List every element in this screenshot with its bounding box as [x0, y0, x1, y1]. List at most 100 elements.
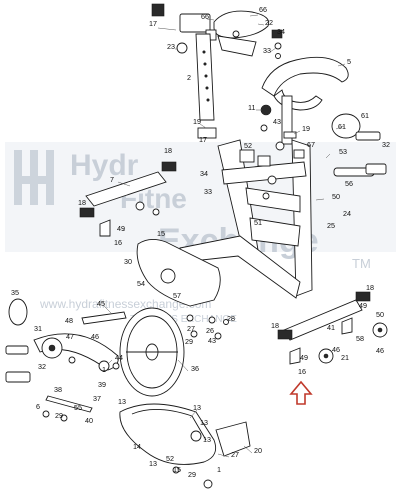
part-number-label: 66 [259, 5, 267, 14]
part-number-label: 5 [347, 57, 351, 66]
flywheel [119, 307, 185, 397]
part-number-label: 34 [277, 27, 285, 36]
watermark-tagline: TS PARTS EXCHANGE [130, 314, 237, 325]
part-number-label: 28 [227, 314, 235, 323]
part-number-label: 44 [115, 353, 123, 362]
part-number-labels: 1766662223343352114361611919171852533267… [11, 5, 390, 479]
part-number-label: 27 [231, 450, 239, 459]
part-number-label: 22 [265, 18, 273, 27]
front-stabilizer [79, 161, 177, 237]
part-number-label: 48 [65, 316, 73, 325]
part-number-label: 43 [208, 336, 216, 345]
part-number-label: 61 [361, 111, 369, 120]
part-number-label: 66 [201, 12, 209, 21]
part-number-label: 18 [164, 146, 172, 155]
part-number-label: 19 [302, 124, 310, 133]
part-number-label: 30 [124, 257, 132, 266]
part-number-label: 46 [376, 346, 384, 355]
center-fasteners [186, 314, 229, 340]
part-number-label: 52 [166, 454, 174, 463]
part-number-label: 13 [193, 403, 201, 412]
part-number-label: 32 [382, 140, 390, 149]
part-number-label: 20 [254, 446, 262, 455]
part-number-label: 34 [200, 169, 208, 178]
part-number-label: 29 [55, 411, 63, 420]
part-number-label: 11 [248, 103, 255, 112]
part-number-label: 57 [173, 291, 181, 300]
part-number-label: 46 [91, 332, 99, 341]
part-number-label: 27 [187, 324, 195, 333]
part-number-label: 24 [343, 209, 351, 218]
part-number-label: 7 [110, 175, 114, 184]
part-number-label: 32 [38, 362, 46, 371]
part-number-label: 31 [34, 324, 42, 333]
resistance-plate [136, 239, 221, 307]
part-number-label: 29 [188, 470, 196, 479]
part-number-label: 17 [199, 135, 207, 144]
part-number-label: 50 [376, 310, 384, 319]
part-number-label: 13 [118, 397, 126, 406]
part-number-label: 41 [327, 323, 335, 332]
watermark-url: www.hydrafitnessexchange.com [39, 297, 211, 311]
part-number-label: 25 [327, 221, 335, 230]
part-number-label: 14 [133, 442, 141, 451]
part-number-label: 49 [359, 301, 367, 310]
part-number-label: 45 [97, 299, 105, 308]
part-number-label: 26 [206, 326, 214, 335]
part-number-label: 18 [366, 283, 374, 292]
part-number-label: 51 [254, 218, 262, 227]
part-number-label: 29 [185, 337, 193, 346]
part-number-label: 61 [338, 122, 346, 131]
seat-assembly [151, 3, 270, 57]
handlebar-assembly [260, 29, 349, 145]
rear-stabilizer [277, 291, 388, 365]
part-number-label: 17 [149, 19, 157, 28]
left-small-parts [5, 298, 127, 422]
part-number-label: 18 [78, 198, 86, 207]
part-number-label: 1 [217, 465, 221, 474]
watermark-line1: Hydr [70, 149, 139, 182]
seat-post [195, 33, 217, 139]
part-number-label: 13 [203, 435, 211, 444]
part-number-label: 15 [157, 229, 165, 238]
chain-guard [119, 403, 251, 489]
watermark-tm: TM [352, 256, 371, 271]
part-number-label: 1 [102, 365, 106, 374]
part-number-label: 43 [273, 117, 281, 126]
part-number-label: 39 [98, 380, 106, 389]
part-number-label: 6 [36, 402, 40, 411]
part-number-label: 53 [339, 147, 347, 156]
part-number-label: 18 [271, 321, 279, 330]
part-number-label: 21 [341, 353, 349, 362]
part-number-label: 33 [204, 187, 212, 196]
part-number-label: 13 [149, 459, 157, 468]
part-number-label: 47 [66, 332, 74, 341]
part-number-label: 35 [11, 288, 19, 297]
main-frame [179, 139, 313, 299]
part-number-label: 2 [187, 73, 191, 82]
part-number-label: 67 [307, 140, 315, 149]
part-number-label: 23 [167, 42, 175, 51]
leader-lines [103, 14, 346, 458]
part-number-label: 50 [332, 192, 340, 201]
up-arrow-icon [289, 380, 313, 405]
part-number-label: 13 [200, 418, 208, 427]
part-number-label: 40 [85, 416, 93, 425]
part-number-label: 55 [74, 403, 82, 412]
part-number-label: 16 [298, 367, 306, 376]
part-number-label: 16 [114, 238, 122, 247]
part-number-label: 49 [117, 224, 125, 233]
part-number-label: 38 [54, 385, 62, 394]
part-number-label: 46 [332, 345, 340, 354]
part-number-label: 19 [193, 117, 201, 126]
part-number-label: 52 [244, 141, 252, 150]
right-pedal-crank [331, 113, 387, 177]
part-number-label: 33 [263, 46, 271, 55]
part-number-label: 58 [356, 334, 364, 343]
part-number-label: 49 [300, 353, 308, 362]
part-number-label: 54 [137, 279, 145, 288]
part-number-label: 36 [191, 364, 199, 373]
part-number-label: 15 [173, 465, 181, 474]
part-number-label: 37 [93, 394, 101, 403]
